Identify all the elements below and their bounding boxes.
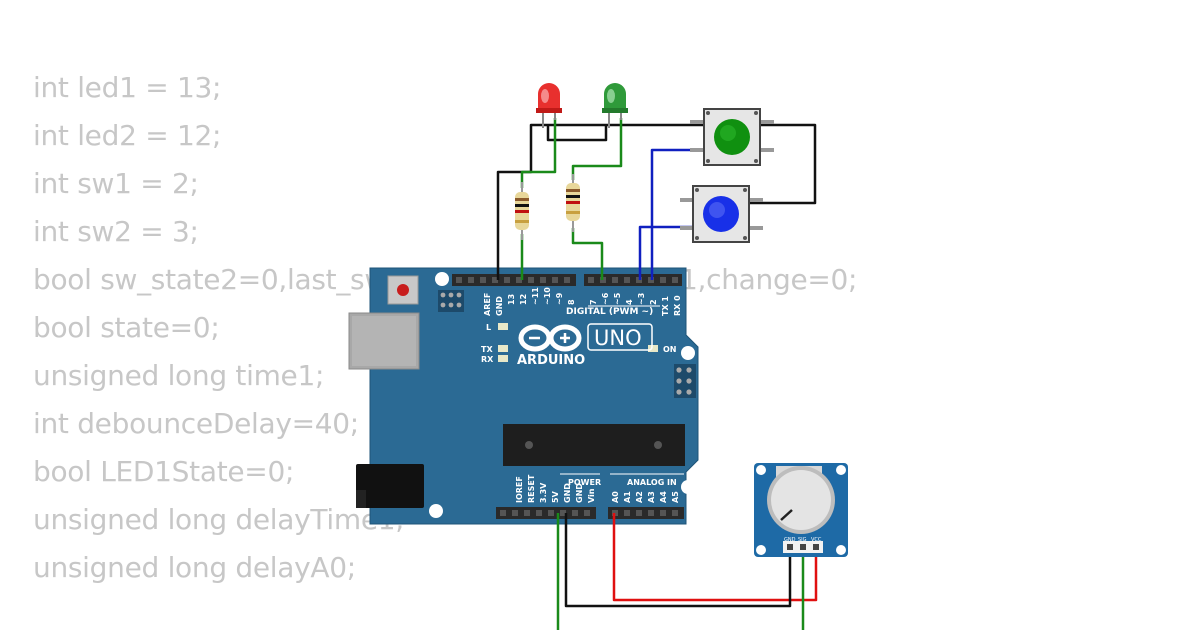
wire-sw1-blue[interactable] [650,148,690,280]
led-on-label: ON [663,345,677,354]
wire-gnd-black[interactable] [496,123,817,280]
green-led[interactable] [602,83,628,128]
wires [496,118,818,630]
pot-pin-label: VCC [811,537,822,543]
pin-label: ~6 [601,292,610,305]
code-line: unsigned long time1; [33,359,325,392]
push-button-green[interactable] [690,108,774,166]
pin-label: Vin [587,488,596,503]
arduino-brand: ARDUINO [517,353,585,368]
code-line: int sw1 = 2; [33,167,199,200]
wire-pot-gnd-black[interactable] [564,513,792,608]
push-button-blue[interactable] [680,185,763,243]
arduino-model: UNO [594,326,642,350]
code-line: unsigned long delayTime1; [33,503,405,536]
potentiometer-knob[interactable] [771,470,831,530]
wire-pot-vcc-red[interactable] [612,513,818,602]
code-line: int led2 = 12; [33,119,222,152]
pin-label: 13 [507,294,516,305]
pin-label: ~5 [613,292,622,305]
pin-label: ~9 [555,292,564,305]
wire-led1-green[interactable] [520,118,557,188]
code-line: int led1 = 13; [33,71,222,104]
wire-led2-green[interactable] [571,118,623,180]
pin-label: A5 [671,491,680,503]
pin-label: A1 [623,491,632,503]
arduino-infinity-icon [518,324,582,352]
pin-label: TX 1 [661,296,670,316]
analog-header-label: ANALOG IN [627,478,677,487]
pot-pin-label: SIG [798,537,807,543]
pin-label: A0 [611,491,620,503]
resistor-1[interactable] [515,182,529,240]
wire-gnd-led[interactable] [546,125,608,142]
dc-jack [356,464,424,508]
pin-label: RESET [527,474,536,503]
pin-label: 8 [567,299,576,305]
pin-label: 2 [649,299,658,305]
led-l-label: L [486,323,491,332]
power-header [496,507,596,519]
pin-label: 3.3V [539,482,548,503]
pot-pin-label: GND [784,537,796,543]
code-line: bool LED1State=0; [33,455,295,488]
pin-label: 5V [551,490,560,503]
potentiometer-module[interactable]: GND SIG VCC [754,463,848,557]
pin-label: ~3 [637,293,646,305]
power-header-label: POWER [568,478,601,487]
pin-label: A4 [659,491,668,503]
pin-label: ~10 [543,287,552,305]
pin-label: RX 0 [673,295,682,316]
pin-label: IOREF [515,476,524,503]
resistor-2[interactable] [566,174,580,232]
digital-header-label: DIGITAL (PWM ~) [566,307,653,317]
pin-label: GND [495,296,504,316]
led-rx-label: RX [481,355,494,364]
code-line: int debounceDelay=40; [33,407,359,440]
pin-label: GND [563,483,572,503]
pin-label: ~11 [531,287,540,305]
pin-label: 4 [625,299,634,305]
pin-label: A2 [635,491,644,503]
code-line: unsigned long delayA0; [33,551,356,584]
digital-header-right [584,274,682,286]
arduino-uno-board[interactable]: AREF GND 13 12 ~11 ~10 ~9 8 7 ~6 ~5 4 ~3… [348,267,699,525]
pin-label: GND [575,483,584,503]
wire-sw2-blue[interactable] [638,225,692,280]
pin-label: 12 [519,294,528,305]
pin-label: 7 [589,299,598,305]
pin-label: AREF [483,293,492,316]
wire-pin12-green[interactable] [571,228,604,280]
pin-label: A3 [647,491,656,503]
led-tx-label: TX [481,345,493,354]
red-led[interactable] [536,83,562,128]
code-line: bool state=0; [33,311,220,344]
code-line: int sw2 = 3; [33,215,199,248]
